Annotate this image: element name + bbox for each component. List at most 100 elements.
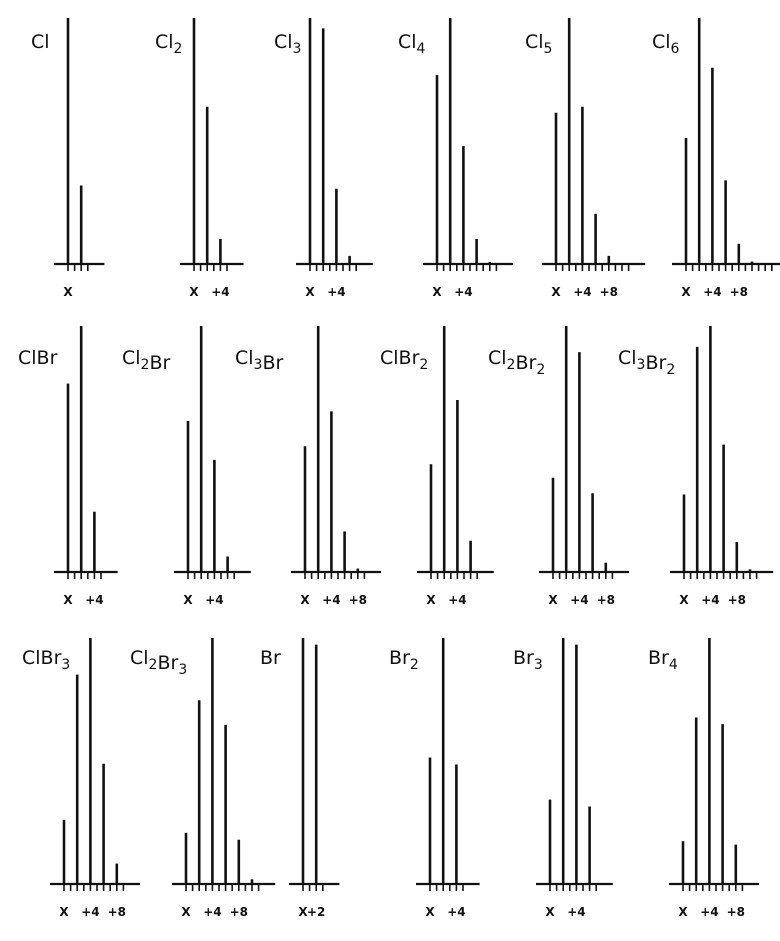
title-text: Cl <box>31 31 50 53</box>
title-text: Br <box>515 352 536 374</box>
tick-label: +4 <box>570 593 588 607</box>
panel-title: Br2 <box>389 647 419 673</box>
tick-label: X <box>681 285 691 299</box>
title-text: Cl <box>488 347 507 369</box>
title-text: Cl <box>398 31 417 53</box>
tick-label: +8 <box>597 593 615 607</box>
panel-title: Br3 <box>513 647 543 673</box>
tick-label: +8 <box>600 285 618 299</box>
tick-label: +8 <box>349 593 367 607</box>
tick-label: X <box>298 905 308 919</box>
title-text: Br <box>648 647 669 669</box>
tick-label: +4 <box>81 905 99 919</box>
title-subscript: 3 <box>61 657 70 673</box>
title-text: Br <box>149 352 170 374</box>
tick-label: +4 <box>701 593 719 607</box>
tick-label: +4 <box>211 285 229 299</box>
panel-title: Cl2Br <box>122 347 171 374</box>
title-subscript: 2 <box>419 357 428 373</box>
tick-label: +2 <box>307 905 325 919</box>
tick-label: X <box>59 905 69 919</box>
title-text: Cl <box>652 31 671 53</box>
title-subscript: 4 <box>417 41 426 57</box>
tick-label: +8 <box>108 905 126 919</box>
isotope-panel: X +4 +8 Cl5 <box>525 18 646 299</box>
title-subscript: 3 <box>637 357 646 373</box>
isotope-panel: X +4 +8 Cl3Br <box>235 326 381 607</box>
tick-label: +4 <box>567 905 585 919</box>
tick-label: +8 <box>727 905 745 919</box>
tick-label: +4 <box>447 905 465 919</box>
title-subscript: 2 <box>536 362 545 378</box>
isotope-panel: X+2 Br <box>260 638 340 919</box>
tick-label: X <box>63 285 73 299</box>
tick-label: +4 <box>573 285 591 299</box>
panel-title: ClBr2 <box>380 347 428 373</box>
tick-label: X <box>63 593 73 607</box>
tick-label: X <box>548 593 558 607</box>
isotope-panel: X +4 Cl2Br <box>122 326 251 607</box>
panel-title: ClBr <box>18 347 58 369</box>
isotope-panel: X Cl <box>31 18 105 299</box>
tick-label: X <box>678 905 688 919</box>
panel-title: Cl3 <box>274 31 301 57</box>
title-subscript: 6 <box>671 41 680 57</box>
title-subscript: 2 <box>141 357 150 373</box>
title-subscript: 3 <box>254 357 263 373</box>
title-subscript: 2 <box>410 657 419 673</box>
panel-title: Br <box>260 647 281 669</box>
title-text: Cl <box>155 31 174 53</box>
isotope-panel: X +4 Br2 <box>389 638 480 919</box>
tick-label: X <box>425 905 435 919</box>
title-text: Br <box>260 647 281 669</box>
title-text: ClBr <box>22 647 62 669</box>
tick-label: +4 <box>448 593 466 607</box>
title-text: Br <box>262 352 283 374</box>
isotope-panel: X +4 ClBr <box>18 326 118 607</box>
tick-label: +4 <box>454 285 472 299</box>
title-text: Br <box>157 652 178 674</box>
title-subscript: 3 <box>178 662 187 678</box>
title-text: Cl <box>130 647 149 669</box>
title-text: Br <box>645 352 666 374</box>
title-subscript: 2 <box>666 362 675 378</box>
panel-title: Br4 <box>648 647 678 673</box>
title-subscript: 2 <box>507 357 516 373</box>
tick-label: X <box>183 593 193 607</box>
title-text: Cl <box>525 31 544 53</box>
tick-label: X <box>300 593 310 607</box>
tick-label: X <box>432 285 442 299</box>
tick-label: +4 <box>322 593 340 607</box>
title-subscript: 5 <box>544 41 553 57</box>
title-subscript: 4 <box>669 657 678 673</box>
title-text: ClBr <box>380 347 420 369</box>
tick-label: +4 <box>85 593 103 607</box>
tick-label: X <box>181 905 191 919</box>
panel-title: Cl5 <box>525 31 552 57</box>
panel-title: Cl2Br2 <box>488 347 545 378</box>
title-subscript: 3 <box>293 41 302 57</box>
title-text: Cl <box>618 347 637 369</box>
title-text: Br <box>389 647 410 669</box>
tick-label: +4 <box>203 905 221 919</box>
panel-title: Cl2 <box>155 31 182 57</box>
isotope-panel: X +4 +8 ClBr3 <box>22 638 140 919</box>
panel-title: Cl <box>31 31 50 53</box>
title-text: Cl <box>122 347 141 369</box>
tick-label: X <box>551 285 561 299</box>
tick-label: +4 <box>205 593 223 607</box>
panel-title: Cl6 <box>652 31 680 57</box>
panel-title: Cl3Br <box>235 347 284 374</box>
title-subscript: 2 <box>149 657 158 673</box>
title-text: Cl <box>274 31 293 53</box>
title-subscript: 3 <box>534 657 543 673</box>
panel-title: Cl4 <box>398 31 426 57</box>
tick-label: +8 <box>728 593 746 607</box>
